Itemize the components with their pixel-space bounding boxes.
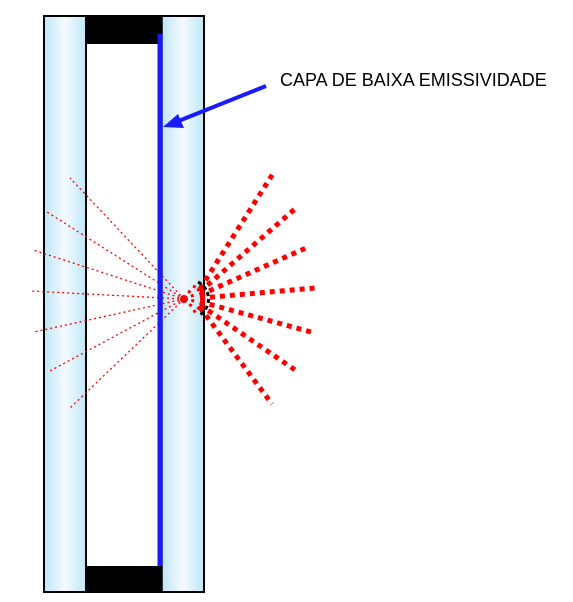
label-arrow-head: [163, 114, 184, 128]
coating-label: CAPA DE BAIXA EMISSIVIDADE: [280, 70, 547, 90]
air-gap: [86, 44, 162, 566]
label-arrow-line: [175, 84, 267, 124]
right-glass-pane: [162, 16, 204, 592]
emitted-ray: [198, 206, 298, 294]
top-spacer: [86, 16, 162, 44]
transmitted-ray: [46, 211, 185, 300]
transmitted-ray: [69, 298, 185, 409]
emitted-ray: [197, 170, 277, 291]
emitted-ray: [197, 305, 275, 406]
emitted-ray: [199, 285, 316, 301]
radiation-source-arc: [187, 289, 195, 309]
bottom-spacer: [86, 566, 162, 592]
radiation-source: [180, 280, 211, 318]
radiation-source-dark-arc: [197, 280, 211, 318]
radiation-source-dot: [180, 295, 188, 303]
radiation-source-arc: [192, 284, 204, 314]
left-glass-pane: [44, 16, 86, 592]
emitted-radiation-rays: [197, 170, 316, 406]
